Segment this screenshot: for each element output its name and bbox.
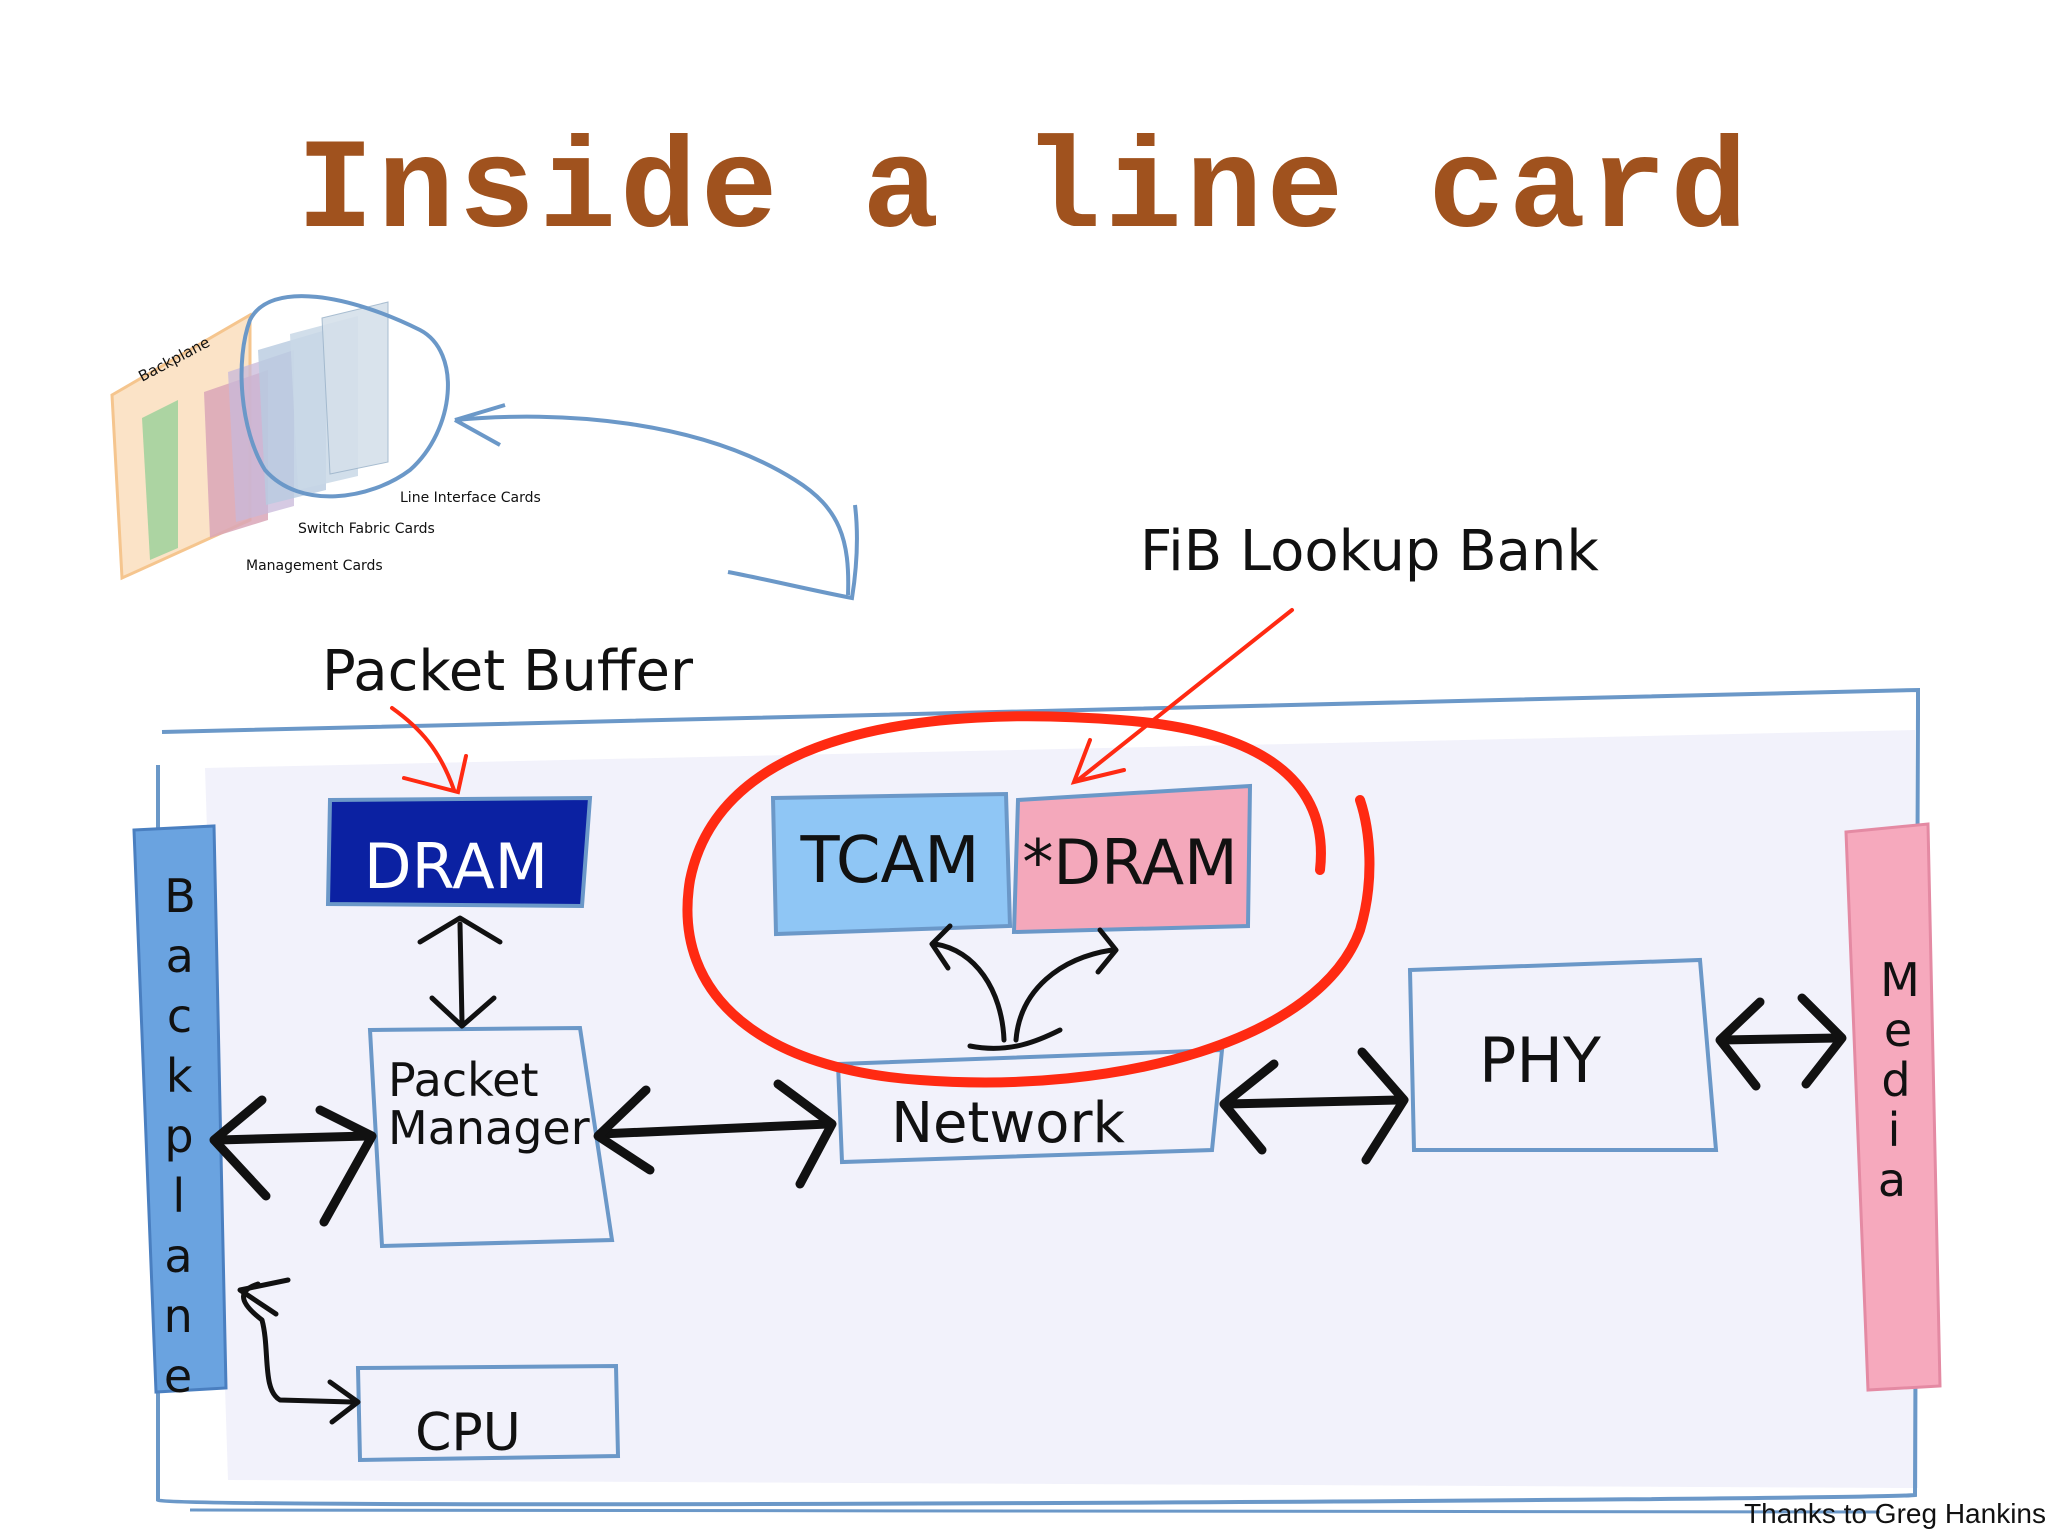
network-phy-arrow-head-left — [1219, 1059, 1279, 1155]
dram-pm-arrow-head-top — [417, 915, 503, 945]
line-interface-card-4 — [321, 301, 389, 475]
board-outline — [156, 709, 1920, 1507]
sketch-curve — [454, 414, 851, 596]
packet-manager-label-line2: Manager — [388, 1101, 590, 1155]
phy-media-arrow-shaft — [1717, 1033, 1843, 1045]
packet-manager-block — [367, 1025, 615, 1249]
fork-base — [967, 1027, 1063, 1051]
slide-title: Inside a line card — [296, 120, 1752, 265]
packet-buffer-arrow-head — [402, 754, 468, 795]
dram-label: DRAM — [364, 830, 548, 903]
pm-network-arrow-head-left — [593, 1085, 655, 1175]
backplane-cpu-head-bottom — [327, 1379, 361, 1425]
pm-network-arrow-shaft — [595, 1119, 833, 1139]
fib-label-arrow-head — [1070, 738, 1126, 785]
management-card — [142, 400, 178, 560]
connection-arrows — [209, 915, 1847, 1425]
backplane-letter: e — [164, 1349, 192, 1403]
line-interface-cards-label: Line Interface Cards — [400, 490, 541, 506]
sketch-circle — [239, 294, 450, 499]
backplane-letter: B — [164, 869, 196, 923]
network-label: Network — [891, 1091, 1125, 1156]
star-dram-block — [1011, 783, 1253, 935]
phy-block — [1407, 957, 1719, 1152]
backplane-letter: n — [164, 1289, 193, 1343]
phy-media-arrow-head-right — [1797, 993, 1847, 1089]
dram-pm-arrow-shaft — [457, 921, 465, 1025]
media-letter: i — [1888, 1103, 1901, 1157]
fib-highlight — [390, 608, 1375, 1088]
fork-to-tcam — [932, 941, 1007, 1043]
dram-pm-arrow-head-bottom — [429, 995, 497, 1029]
media-letter: M — [1880, 953, 1920, 1007]
fork-tcam-head — [929, 923, 953, 971]
backplane-pm-arrow-shaft — [213, 1131, 373, 1145]
backplane-letter: a — [164, 1229, 192, 1283]
fork-to-star-dram — [1013, 947, 1115, 1043]
media-letter: a — [1878, 1153, 1906, 1207]
phy-media-arrow-head-left — [1715, 997, 1765, 1091]
dram-block — [325, 795, 593, 909]
board-bottom-edge — [189, 1508, 1881, 1514]
packet-buffer-arrow-shaft — [390, 706, 456, 792]
network-phy-arrow-shaft — [1221, 1095, 1405, 1109]
fib-highlight-circle — [682, 711, 1375, 1088]
management-cards-label: Management Cards — [246, 558, 383, 574]
star-dram-label: *DRAM — [1022, 826, 1237, 899]
fib-lookup-bank-label: FiB Lookup Bank — [1140, 519, 1599, 584]
sketch-hook — [727, 504, 859, 601]
backplane-letter: k — [166, 1049, 193, 1103]
backplane-cpu-head-top — [237, 1277, 291, 1317]
network-phy-arrow-head-right — [1357, 1047, 1409, 1165]
backplane-pm-arrow-head-left — [209, 1095, 271, 1201]
backplane-letter: a — [166, 929, 194, 983]
chassis-sketch: Backplane Line Interface Cards Switch Fa… — [110, 294, 859, 601]
media-bar-fill — [1844, 822, 1942, 1392]
switch-fabric-cards-label: Switch Fabric Cards — [298, 521, 435, 537]
cpu-label: CPU — [415, 1403, 521, 1463]
tcam-block — [770, 791, 1013, 937]
packet-manager-label-line1: Packet — [388, 1053, 539, 1107]
backplane-letters: Backplane — [164, 869, 196, 1403]
cpu-block — [355, 1363, 621, 1463]
pm-network-arrow-head-right — [773, 1079, 837, 1189]
backplane-bar-fill — [132, 824, 228, 1394]
backplane-letter: l — [172, 1169, 185, 1223]
packet-buffer-label: Packet Buffer — [322, 639, 694, 704]
backplane-letter: p — [164, 1109, 193, 1163]
phy-label: PHY — [1479, 1024, 1601, 1097]
backplane-letter: c — [167, 989, 192, 1043]
sketch-curve-head — [454, 403, 506, 447]
backplane-pm-arrow-head-right — [315, 1105, 377, 1227]
backplane-bar: Backplane — [132, 824, 228, 1403]
tcam-label: TCAM — [799, 824, 979, 898]
media-letter: d — [1881, 1053, 1910, 1107]
credit-text: Thanks to Greg Hankins — [1744, 1498, 2046, 1529]
fork-star-dram-head — [1095, 927, 1119, 975]
fib-label-arrow-shaft — [1076, 608, 1294, 782]
media-letter: e — [1884, 1003, 1912, 1057]
